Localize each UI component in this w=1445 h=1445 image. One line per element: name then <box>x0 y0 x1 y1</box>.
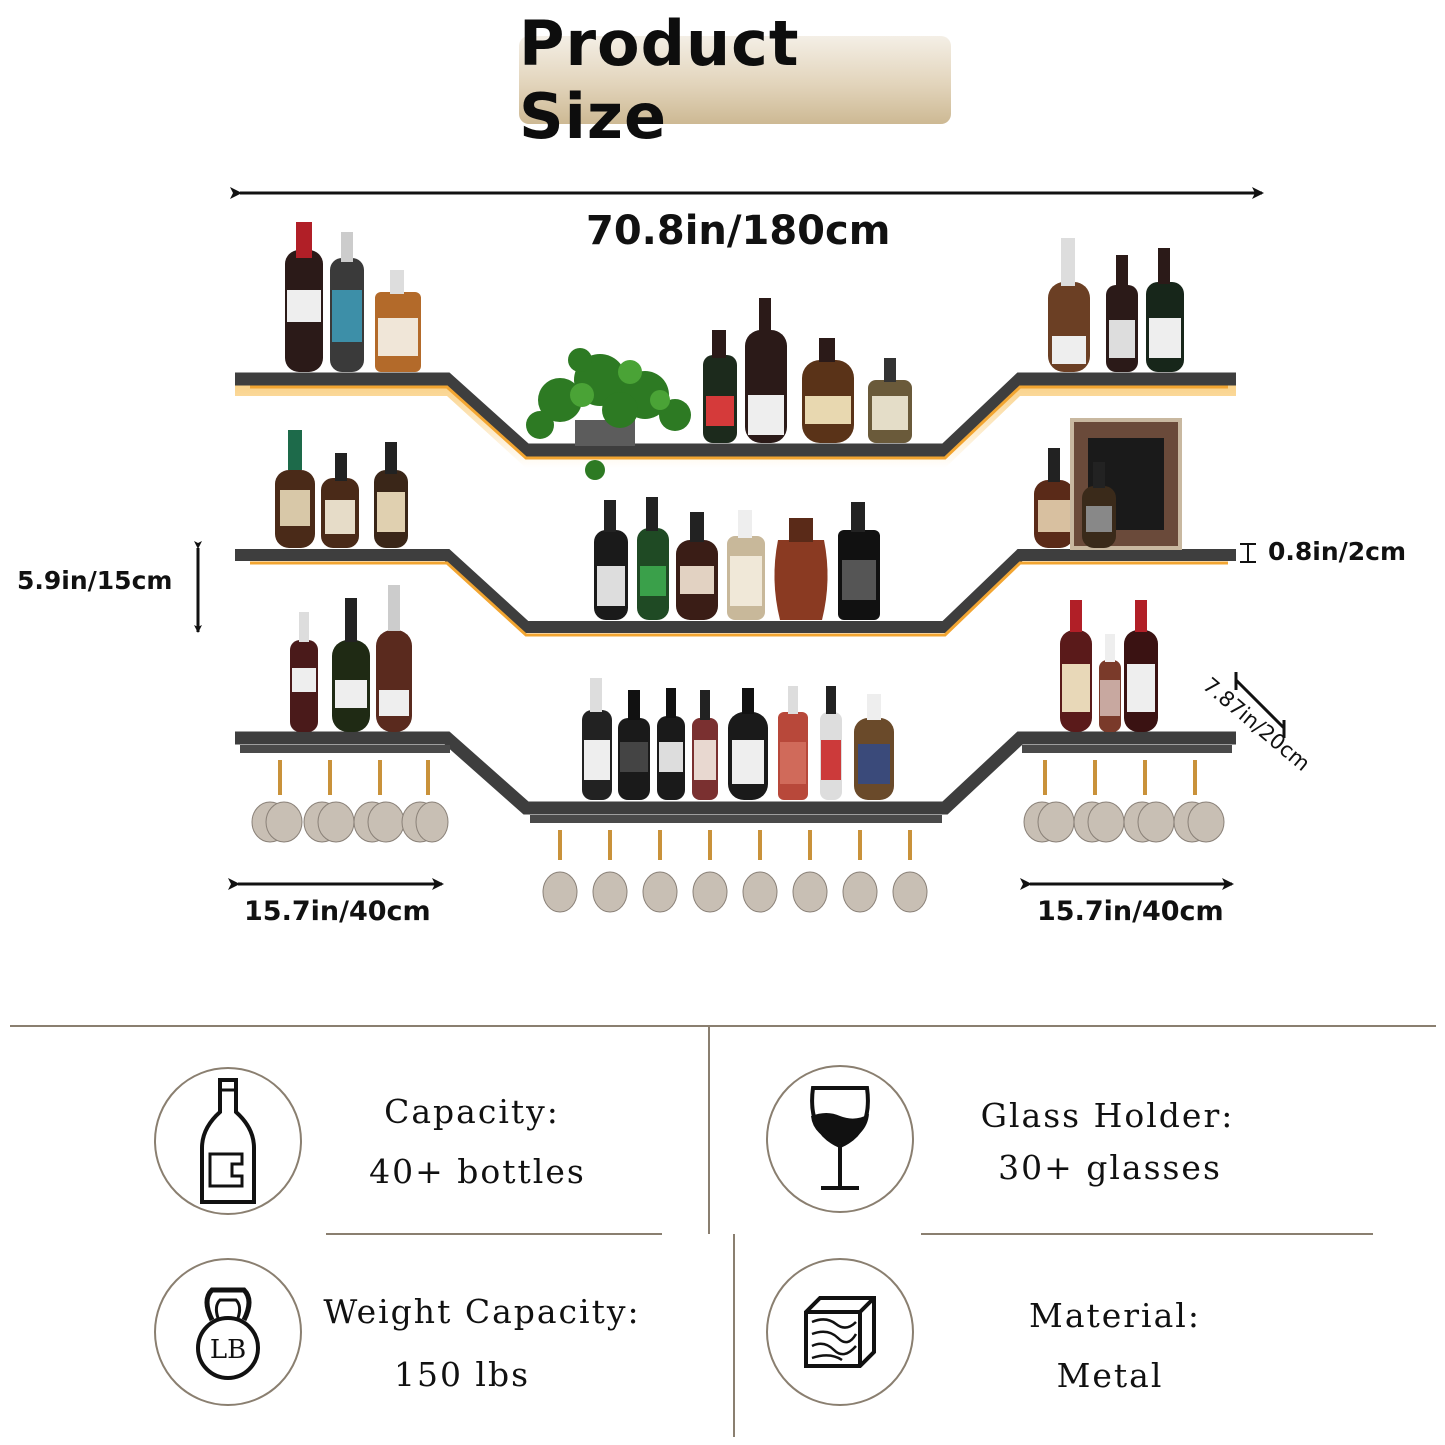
metal-block-icon <box>804 1296 876 1368</box>
product-illustration <box>194 187 1286 913</box>
title-badge: Product Size <box>519 7 951 153</box>
right-width-label: 15.7in/40cm <box>1037 896 1224 927</box>
capacity-value: 40+ bottles <box>369 1152 586 1191</box>
material-icon-circle <box>766 1258 914 1406</box>
bottles-bottom <box>290 585 1158 800</box>
glass-rack-center <box>530 815 942 913</box>
shelf-top <box>235 372 1236 468</box>
shelf-spacing-label: 5.9in/15cm <box>17 566 173 595</box>
thickness-marker <box>1240 543 1256 563</box>
page-title: Product Size <box>519 7 800 153</box>
bottles-middle <box>275 418 1182 620</box>
depth-marker <box>1234 672 1286 738</box>
divider-top <box>10 1025 1436 1027</box>
glass-holder-icon-circle <box>766 1065 914 1213</box>
material-value: Metal <box>1056 1356 1164 1395</box>
bottle-icon <box>200 1078 256 1204</box>
glass-holder-label: Glass Holder: <box>980 1096 1235 1135</box>
glass-rack-left <box>240 745 450 843</box>
glass-holder-value: 30+ glasses <box>998 1148 1222 1187</box>
thickness-label: 0.8in/2cm <box>1268 537 1407 566</box>
capacity-icon-circle <box>154 1067 302 1215</box>
shelf-middle <box>235 549 1236 637</box>
glass-rack-right <box>1022 745 1232 843</box>
shelf-bottom <box>235 731 1236 815</box>
divider-left <box>326 1233 662 1235</box>
bottles-top <box>285 222 1184 443</box>
material-label: Material: <box>1029 1296 1201 1335</box>
divider-vertical-bottom <box>733 1234 735 1437</box>
kettlebell-icon: LB <box>196 1287 260 1380</box>
divider-vertical-top <box>708 1027 710 1234</box>
weight-label: Weight Capacity: <box>323 1292 641 1331</box>
weight-icon-circle: LB <box>154 1258 302 1406</box>
total-width-label: 70.8in/180cm <box>586 208 891 254</box>
plant <box>526 348 691 480</box>
kettlebell-text: LB <box>210 1335 246 1365</box>
wine-glass-icon <box>810 1086 870 1190</box>
left-width-label: 15.7in/40cm <box>244 896 431 927</box>
divider-right <box>921 1233 1373 1235</box>
weight-value: 150 lbs <box>393 1355 531 1394</box>
capacity-label: Capacity: <box>384 1092 560 1131</box>
